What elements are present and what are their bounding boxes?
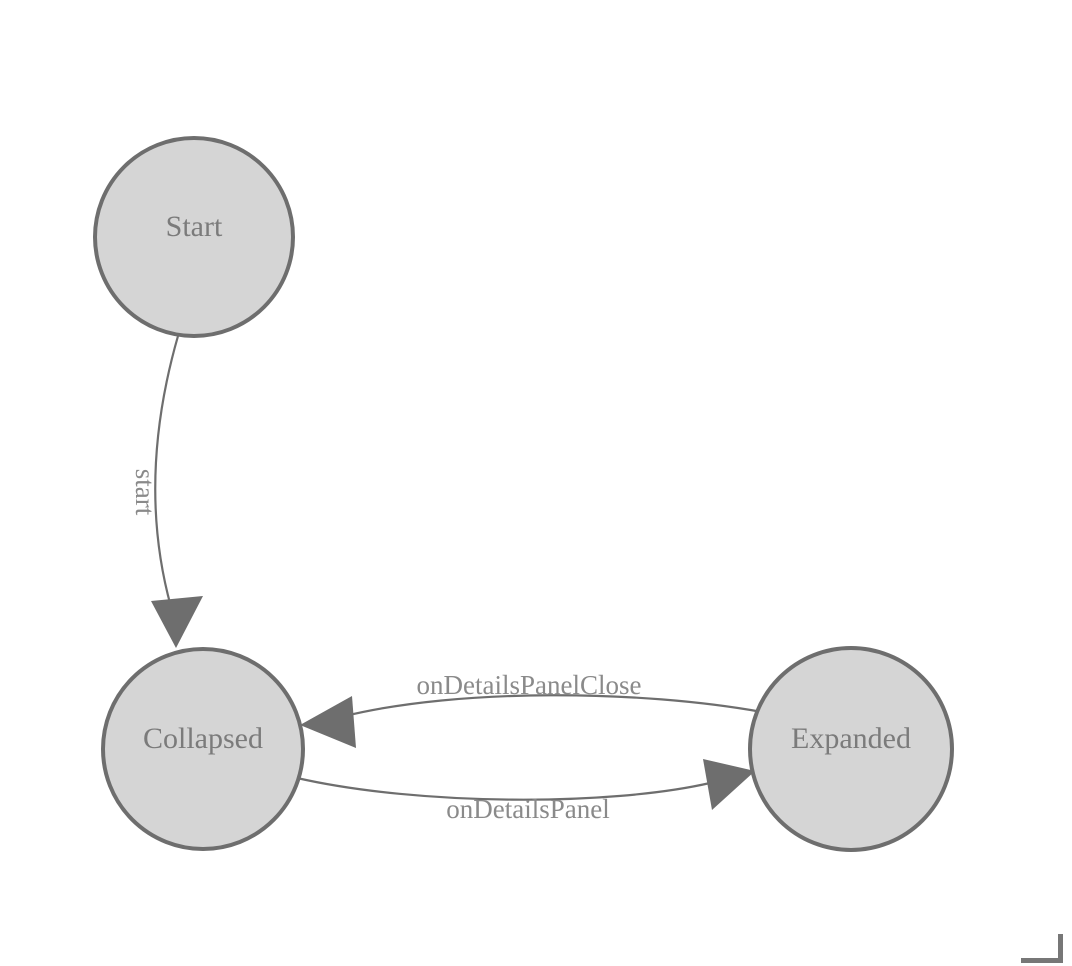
- edge-start-to-collapsed[interactable]: start: [130, 335, 203, 648]
- state-node-start-label: Start: [166, 210, 223, 243]
- edge-collapsed-to-expanded[interactable]: onDetailsPanel: [296, 759, 755, 824]
- state-node-expanded-circle[interactable]: [748, 646, 954, 852]
- resize-corner-bracket[interactable]: [1021, 934, 1063, 963]
- resize-corner-bracket-vertical: [1058, 934, 1063, 963]
- resize-corner-bracket-horizontal: [1021, 958, 1063, 963]
- edge-expanded-to-collapsed-arrowhead: [300, 696, 356, 748]
- edge-start-to-collapsed-path: [154, 335, 180, 608]
- state-node-start-circle[interactable]: [93, 136, 295, 338]
- edge-collapsed-to-expanded-arrowhead: [703, 759, 755, 810]
- edge-collapsed-to-expanded-path: [296, 776, 711, 801]
- edge-expanded-to-collapsed[interactable]: onDetailsPanelClose: [300, 670, 763, 748]
- edge-label-on-details-panel: onDetailsPanel: [446, 794, 609, 824]
- edge-label-start: start: [130, 469, 160, 516]
- edge-start-to-collapsed-arrowhead: [151, 596, 203, 648]
- edge-expanded-to-collapsed-path: [344, 694, 763, 718]
- state-node-start[interactable]: Start: [93, 136, 295, 338]
- state-node-collapsed-circle[interactable]: [101, 647, 305, 851]
- state-node-collapsed-label: Collapsed: [143, 722, 263, 755]
- state-node-collapsed[interactable]: Collapsed: [101, 647, 305, 851]
- state-node-expanded-label: Expanded: [791, 722, 911, 755]
- edge-label-on-details-panel-close: onDetailsPanelClose: [417, 670, 642, 700]
- state-node-expanded[interactable]: Expanded: [748, 646, 954, 852]
